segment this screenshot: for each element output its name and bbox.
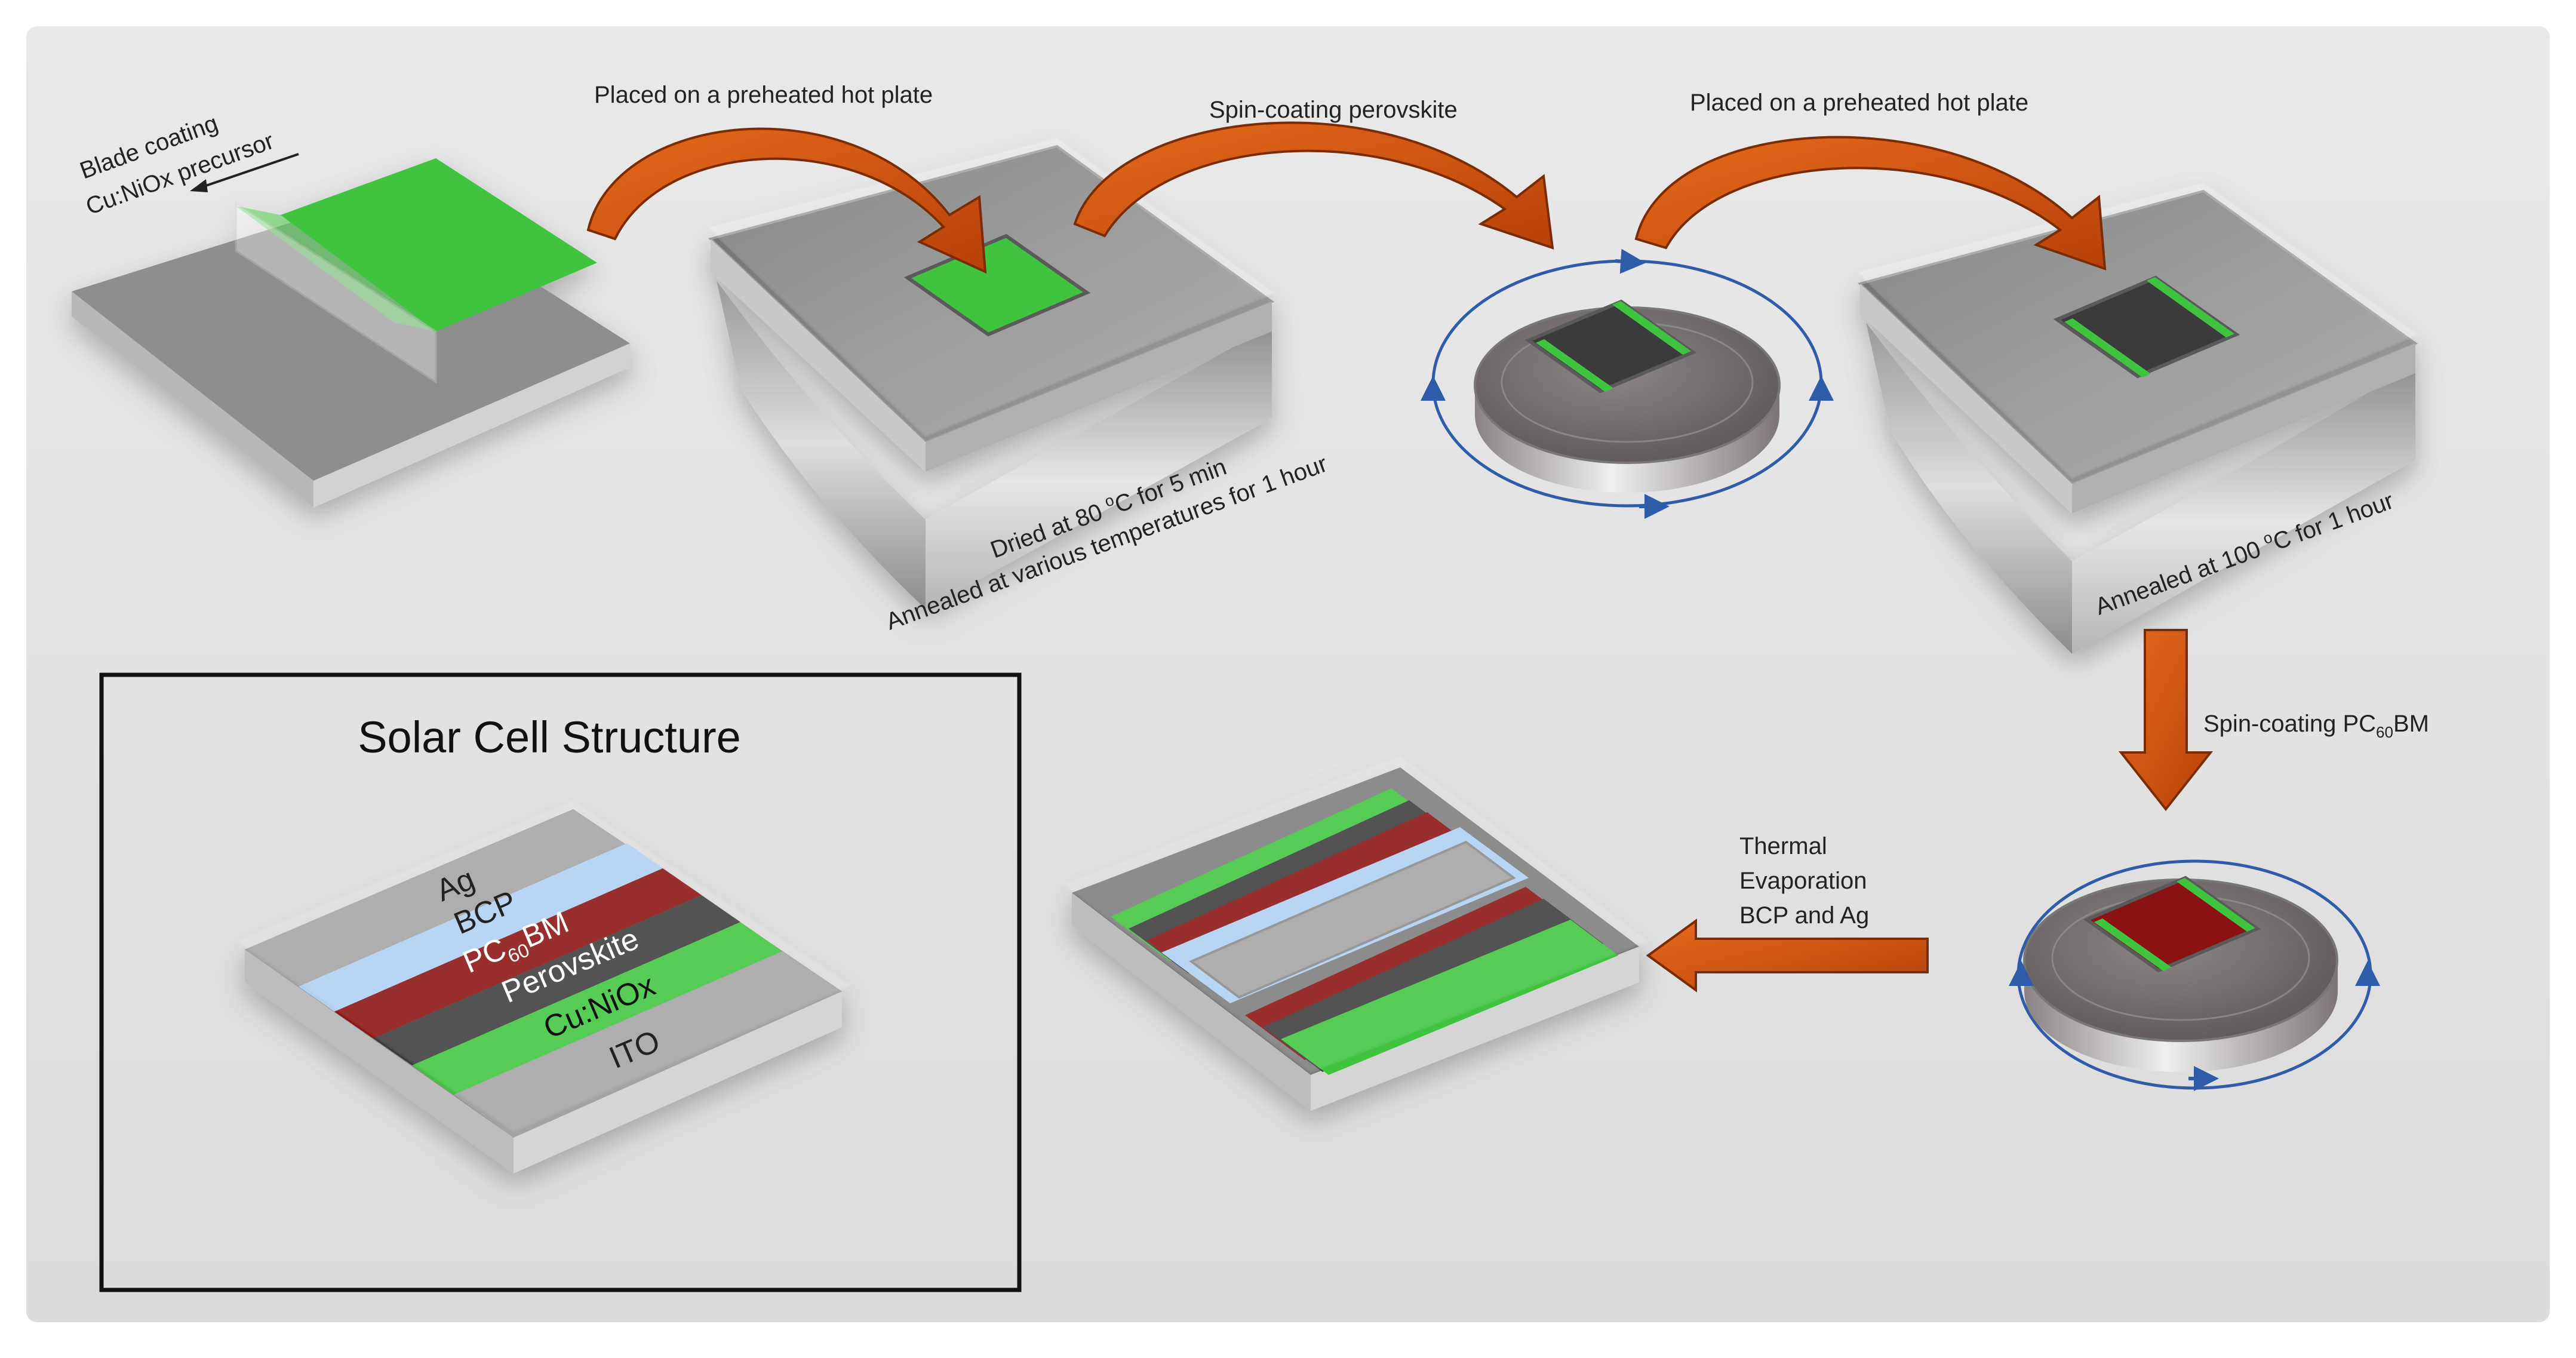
- curved-arrow-2: [1073, 121, 1554, 250]
- curved-arrow-1: [586, 127, 987, 274]
- curved-arrow-3: [1634, 136, 2107, 271]
- label-hot-plate-1: Placed on a preheated hot plate: [594, 82, 933, 108]
- arrow-down: [2118, 629, 2214, 812]
- blade-glass: [235, 201, 437, 384]
- arrowhead-icon: [190, 179, 208, 192]
- hot-plate-2: [1855, 181, 2421, 654]
- label-thermal-1: Thermal: [1739, 833, 1827, 859]
- label-thermal-2: Evaporation: [1739, 868, 1867, 894]
- hot-plate-1: [706, 136, 1277, 609]
- label-hot-plate-2: Placed on a preheated hot plate: [1690, 90, 2028, 116]
- label-thermal-3: BCP and Ag: [1739, 902, 1869, 929]
- spin-coater-2: [2009, 859, 2380, 1091]
- structure-title: Solar Cell Structure: [358, 712, 741, 762]
- label-spin-perovskite: Spin-coating perovskite: [1209, 97, 1458, 123]
- blade-direction-arrow: [196, 153, 299, 190]
- solar-cell-structure-panel: Solar Cell Structure Ag BCP PC60BM Perov…: [99, 672, 1022, 1292]
- sample-perovskite-annealed: [2053, 275, 2240, 379]
- final-device: [1060, 754, 1650, 1111]
- green-layer-nio: [281, 158, 597, 331]
- label-spin-pcbm: Spin-coating PC60BM: [2203, 711, 2429, 741]
- substrate-blade-coated: [72, 158, 630, 508]
- spin-coater-1: [1421, 248, 1834, 519]
- layer-stack: [233, 799, 853, 1173]
- arrow-left: [1646, 918, 1929, 993]
